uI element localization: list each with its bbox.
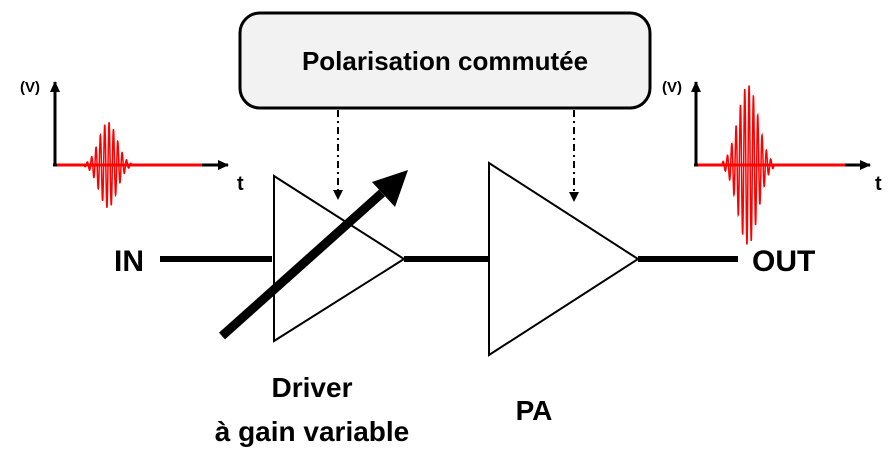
- pa-label: PA: [516, 395, 553, 426]
- driver-label-line2: à gain variable: [215, 416, 410, 447]
- bias-control-label: Polarisation commutée: [302, 46, 588, 76]
- input-plot-y-label: (V): [20, 79, 40, 96]
- pa-triangle: [488, 161, 640, 357]
- rf-pulse-icon: [83, 122, 133, 208]
- output-plot-y-label: (V): [662, 79, 682, 96]
- bias-control-box: [238, 11, 652, 110]
- driver-label-line1: Driver: [272, 372, 353, 403]
- output-plot-x-label: t: [875, 173, 882, 195]
- variable-arrow-icon: [219, 170, 408, 340]
- rf-pulse-icon: [721, 85, 775, 245]
- output-label: OUT: [752, 245, 815, 278]
- input-label: IN: [114, 245, 144, 278]
- input-plot-x-label: t: [237, 173, 244, 195]
- driver-amplifier-triangle: [273, 174, 406, 343]
- output-waveform-plot: (V) t: [662, 79, 882, 245]
- input-waveform-plot: (V) t: [20, 79, 244, 208]
